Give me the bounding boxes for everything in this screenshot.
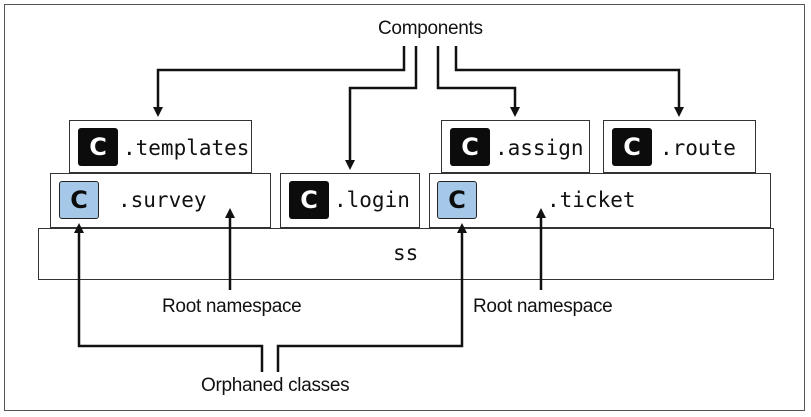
login-component-badge: C xyxy=(289,181,329,219)
ticket-namespace-box xyxy=(429,173,771,228)
arrow-to-assign xyxy=(436,46,520,117)
route-label: .route xyxy=(660,136,736,160)
arrow-to-route xyxy=(454,46,684,117)
ss-namespace-box xyxy=(38,228,774,280)
ticket-label: .ticket xyxy=(547,188,636,212)
component-c-icon: C xyxy=(89,133,107,161)
survey-class-badge: C xyxy=(59,181,99,219)
components-label: Components xyxy=(378,18,483,39)
orphaned-classes-label: Orphaned classes xyxy=(201,375,350,396)
class-c-icon: C xyxy=(448,186,466,214)
survey-label: .survey xyxy=(118,188,207,212)
templates-component-badge: C xyxy=(78,128,118,166)
login-label: .login xyxy=(334,188,410,212)
component-c-icon: C xyxy=(623,133,641,161)
ticket-class-badge: C xyxy=(437,181,477,219)
ss-namespace-label: ss xyxy=(393,241,419,265)
component-c-icon: C xyxy=(300,186,318,214)
component-c-icon: C xyxy=(461,133,479,161)
arrow-orphaned-ticket xyxy=(276,223,467,372)
assign-label: .assign xyxy=(495,136,584,160)
assign-component-badge: C xyxy=(450,128,490,166)
route-component-badge: C xyxy=(612,128,652,166)
class-c-icon: C xyxy=(70,186,88,214)
templates-label: .templates xyxy=(123,136,250,160)
root-namespace-left-label: Root namespace xyxy=(162,296,302,317)
arrow-to-login xyxy=(345,46,418,170)
arrow-orphaned-survey xyxy=(74,223,264,372)
arrow-to-templates xyxy=(153,46,406,117)
root-namespace-right-label: Root namespace xyxy=(473,296,613,317)
